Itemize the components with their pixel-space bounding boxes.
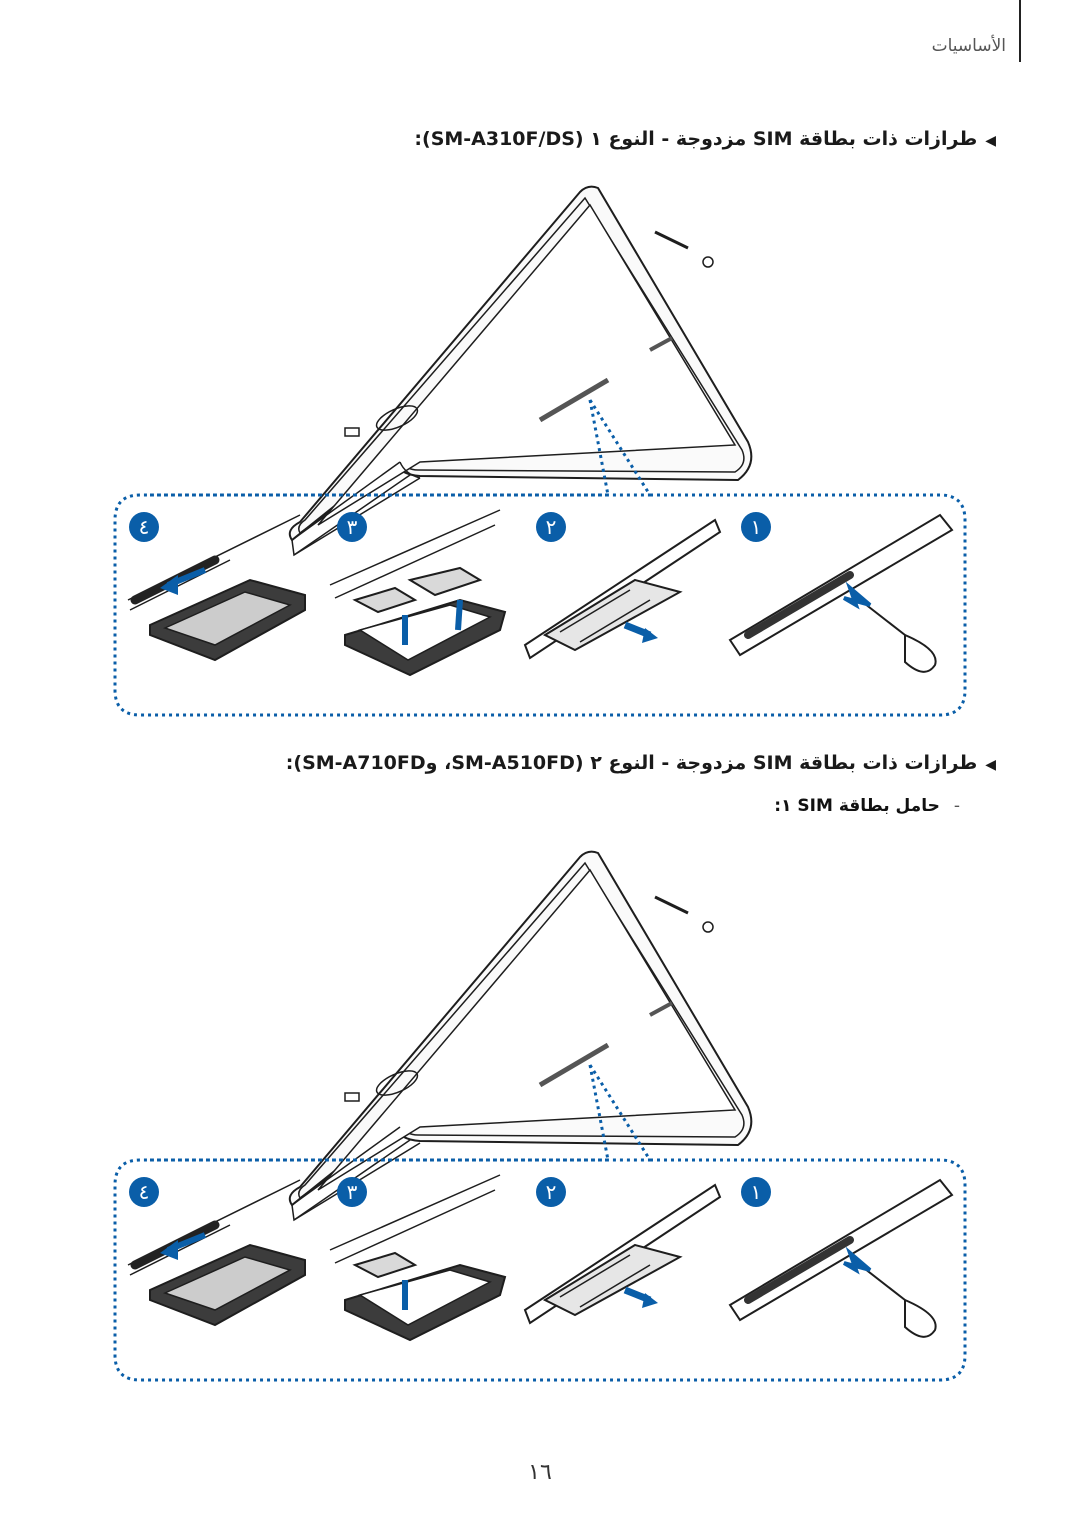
page-number: ١٦ <box>528 1460 552 1485</box>
step3-badge <box>337 1177 367 1207</box>
step1-number: ١ <box>751 515 762 539</box>
leader-lines <box>588 1064 652 1161</box>
step4-panel <box>127 1177 306 1327</box>
header-divider <box>1019 0 1021 62</box>
arrow-icon <box>160 575 178 595</box>
section1-heading-text: طرازات ذات بطاقة SIM مزدوجة - النوع ١ (S… <box>414 128 978 150</box>
step1-badge <box>741 512 771 542</box>
step4-badge <box>129 1177 159 1207</box>
step3-panel <box>329 509 507 677</box>
step2-badge <box>536 512 566 542</box>
bullet-triangle-icon: ◀ <box>985 757 996 773</box>
step2-number: ٢ <box>546 515 557 539</box>
arrow-icon <box>642 1293 658 1308</box>
step4-panel <box>127 512 306 662</box>
arrow-icon <box>160 1240 178 1260</box>
arrow-icon <box>842 1246 872 1275</box>
step3-panel <box>329 1174 507 1342</box>
step1-panel <box>728 1177 954 1338</box>
step2-panel <box>523 512 722 660</box>
section2-heading-text: طرازات ذات بطاقة SIM مزدوجة - النوع ٢ (S… <box>285 752 978 774</box>
step1-number: ١ <box>751 1180 762 1204</box>
subitem-dash: - <box>953 796 960 816</box>
bullet-triangle-icon: ◀ <box>985 133 996 149</box>
section2-subitem-text: حامل بطاقة SIM ١: <box>774 796 940 816</box>
steps-frame <box>113 1158 967 1382</box>
step1-badge <box>741 1177 771 1207</box>
step2-panel <box>523 1177 722 1325</box>
figure-type1: ١ ٢ ٣ ٤ <box>113 185 967 717</box>
figure-type2: ١ ٢ ٣ ٤ <box>113 850 967 1382</box>
step3-number: ٣ <box>347 515 358 539</box>
step4-number: ٤ <box>139 1180 150 1204</box>
phone-illustration <box>288 850 753 1222</box>
step3-number: ٣ <box>347 1180 358 1204</box>
step2-badge <box>536 1177 566 1207</box>
steps-frame <box>113 493 967 717</box>
arrow-icon <box>842 581 872 610</box>
arrow-icon <box>642 628 658 643</box>
phone-illustration <box>288 185 753 557</box>
leader-lines <box>588 399 652 496</box>
section1-heading: ◀ طرازات ذات بطاقة SIM مزدوجة - النوع ١ (… <box>414 128 996 150</box>
step4-number: ٤ <box>139 515 150 539</box>
step3-badge <box>337 512 367 542</box>
section2-heading: ◀ طرازات ذات بطاقة SIM مزدوجة - النوع ٢ (… <box>286 752 996 774</box>
step2-number: ٢ <box>546 1180 557 1204</box>
step4-badge <box>129 512 159 542</box>
section2-subitem: -حامل بطاقة SIM ١: <box>774 796 960 816</box>
section-title: الأساسيات <box>931 36 1006 56</box>
step1-panel <box>728 512 954 673</box>
